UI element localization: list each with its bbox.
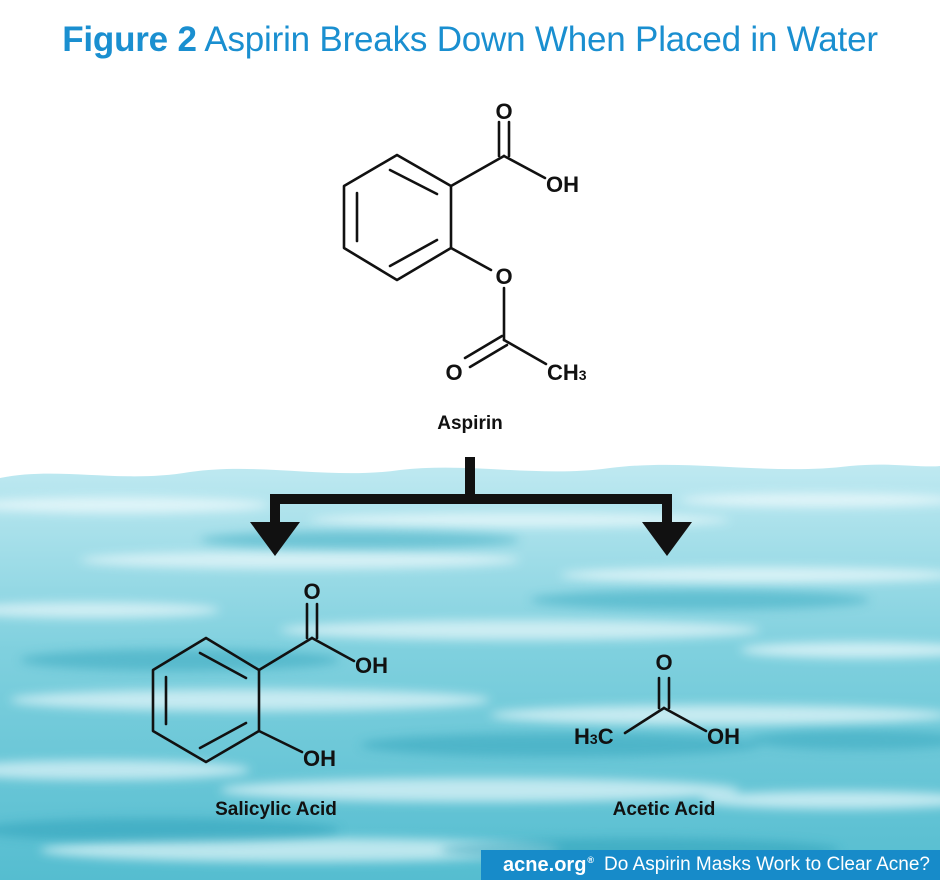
- figure-label: Figure 2: [62, 20, 197, 59]
- acetic-atom-h3c: H3C: [574, 724, 614, 749]
- aspirin-label: Aspirin: [437, 413, 502, 434]
- aspirin-molecule: O OH O O CH3 Aspirin: [342, 99, 587, 434]
- acetic-acid-bonds: [623, 676, 708, 735]
- footer-caption: Do Aspirin Masks Work to Clear Acne?: [604, 854, 930, 875]
- salicylic-atom-o: O: [303, 579, 320, 604]
- acetic-atom-o: O: [655, 650, 672, 675]
- figure-title: Figure 2 Aspirin Breaks Down When Placed…: [0, 20, 940, 60]
- aspirin-atom-o-carbonyl: O: [445, 360, 462, 385]
- arrow-right-head-icon: [642, 522, 692, 556]
- reaction-arrows: [250, 457, 692, 556]
- arrow-left-stem: [270, 494, 280, 526]
- salicylic-acid-label: Salicylic Acid: [215, 799, 337, 820]
- aspirin-atom-o-ester: O: [495, 264, 512, 289]
- footer-banner: acne.org® Do Aspirin Masks Work to Clear…: [481, 850, 940, 880]
- arrow-left-head-icon: [250, 522, 300, 556]
- aspirin-bonds: [342, 120, 548, 369]
- figure-title-text: Aspirin Breaks Down When Placed in Water: [204, 20, 878, 59]
- water-background: [0, 464, 940, 880]
- salicylic-acid-bonds: [151, 602, 356, 764]
- arrow-right-stem: [662, 494, 672, 526]
- aspirin-atom-o-top: O: [495, 99, 512, 124]
- acetic-acid-molecule: O H3C OH Acetic Acid: [574, 650, 740, 820]
- brand-logo: acne.org®: [503, 853, 595, 876]
- aspirin-atom-ch3: CH3: [547, 360, 587, 385]
- salicylic-atom-oh-acid: OH: [355, 653, 388, 678]
- salicylic-acid-molecule: O OH OH Salicylic Acid: [151, 579, 388, 820]
- salicylic-atom-oh-phenol: OH: [303, 746, 336, 771]
- acetic-atom-oh: OH: [707, 724, 740, 749]
- aspirin-atom-oh: OH: [546, 172, 579, 197]
- acetic-acid-label: Acetic Acid: [613, 799, 716, 820]
